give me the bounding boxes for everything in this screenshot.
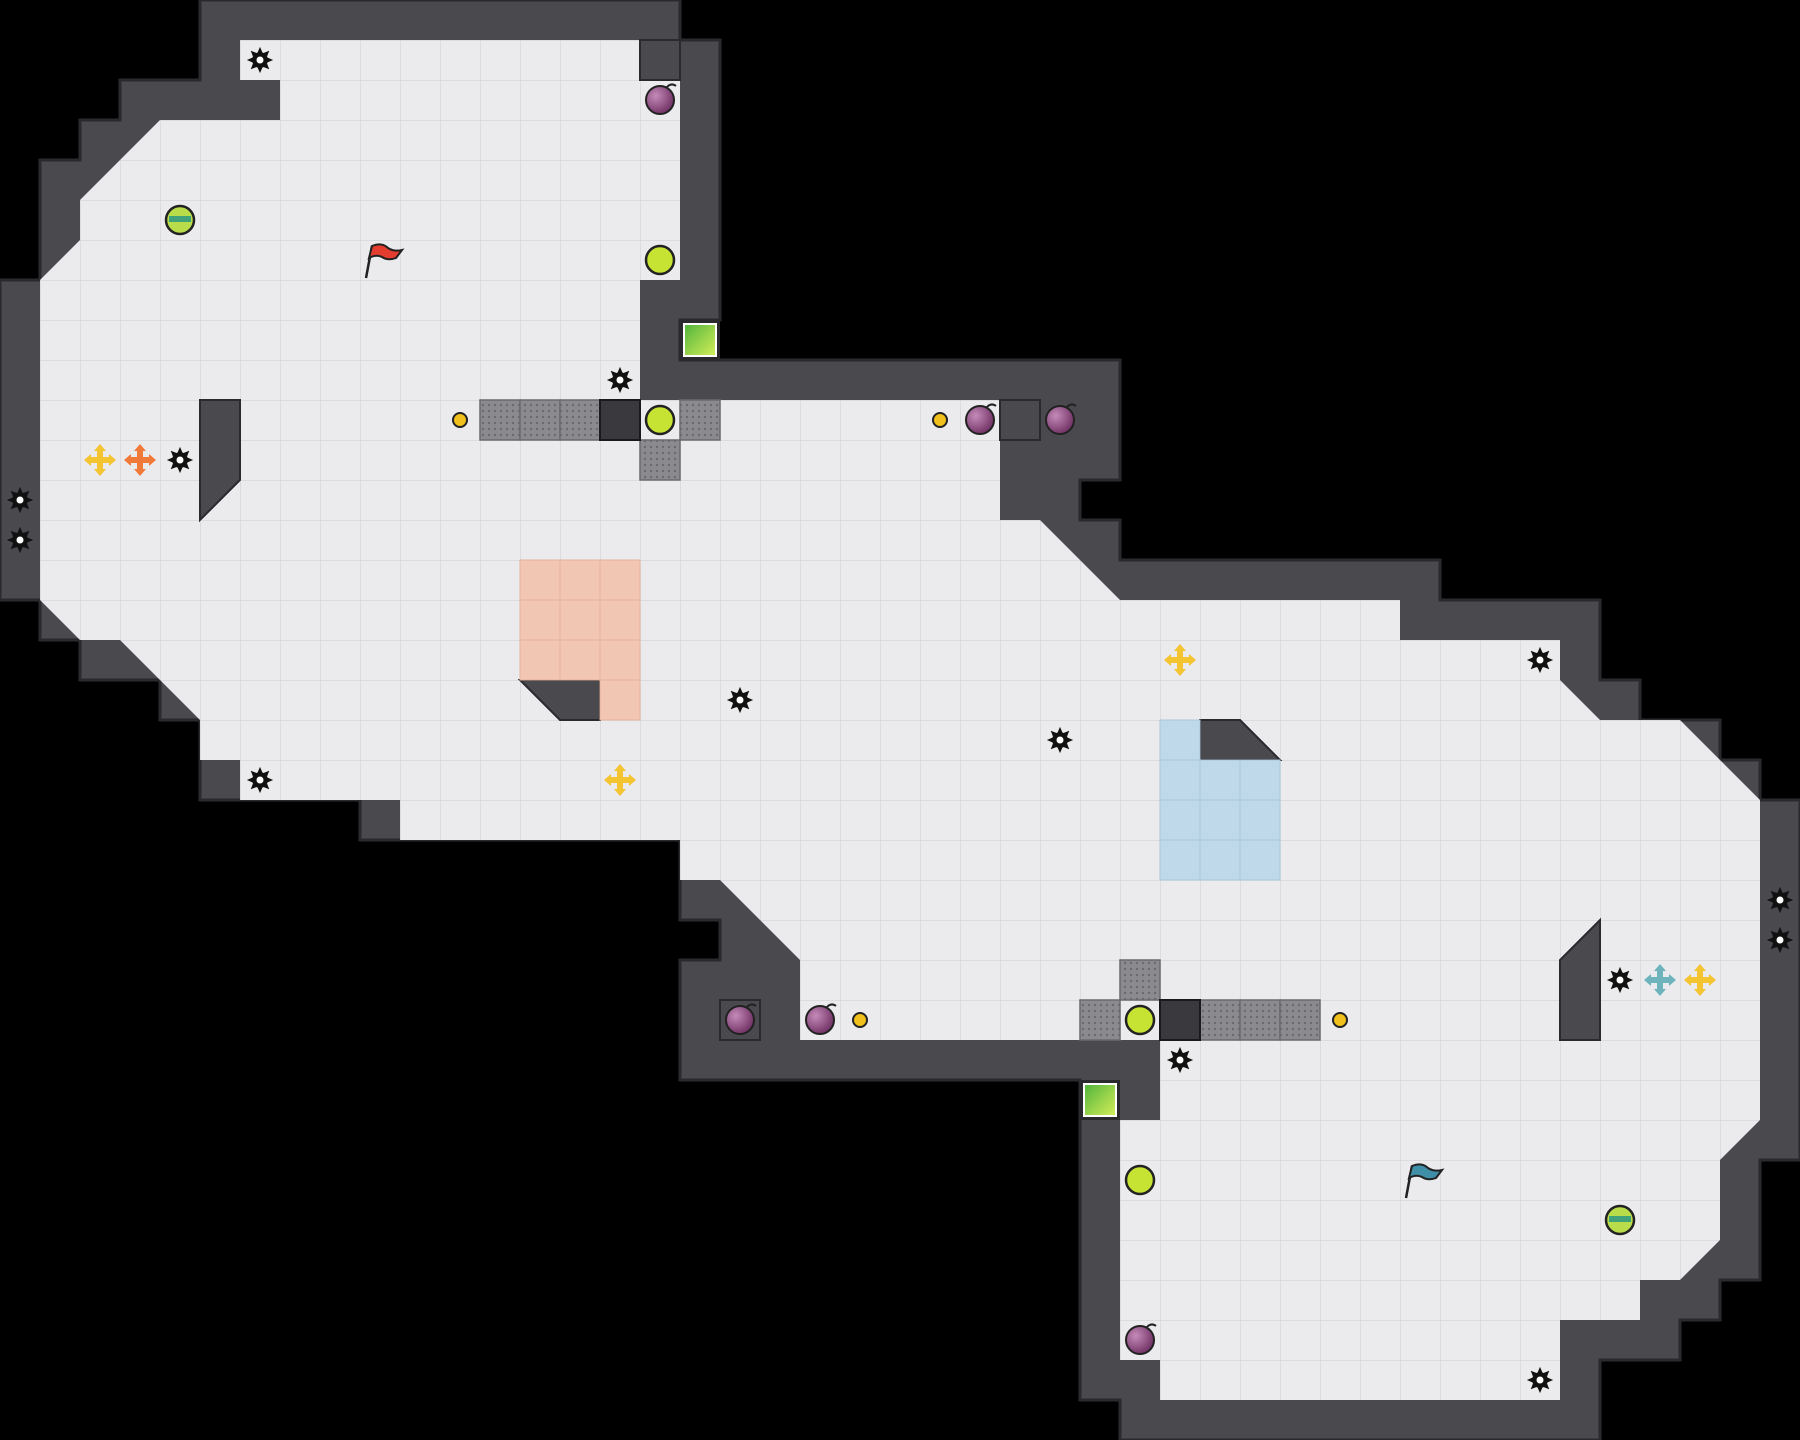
red-team-zone: [519, 559, 641, 721]
spike-icon: [726, 686, 754, 714]
blue-zone-tile: [1159, 799, 1201, 841]
spike-icon: [606, 366, 634, 394]
red-zone-tile: [599, 679, 641, 721]
bomb-icon: [645, 83, 677, 115]
spike-icon: [1046, 726, 1074, 754]
team-zones: [519, 559, 1281, 881]
button-icon: [932, 412, 948, 428]
wall-notch-left: [199, 399, 241, 523]
red-zone-tile: [519, 559, 561, 601]
spike-icon: [1526, 1366, 1554, 1394]
gate-tile: [1239, 999, 1281, 1041]
gate-tile: [1119, 959, 1161, 1001]
map-objects: [6, 46, 1794, 1394]
portal-arrow-icon: [1164, 644, 1196, 676]
floor: [40, 39, 1760, 1400]
gate-tiles: [479, 399, 1321, 1041]
blue-zone-tile: [1159, 719, 1201, 761]
wall-island-mid-top: [999, 399, 1041, 441]
gate-tile: [1279, 999, 1321, 1041]
red-zone-tile: [599, 639, 641, 681]
red-zone-tile: [559, 639, 601, 681]
spike-icon: [1766, 926, 1794, 954]
spike-icon: [246, 766, 274, 794]
portal-arrow-icon: [1684, 964, 1716, 996]
powerup-icon: [1124, 1004, 1156, 1036]
blue-zone-tile: [1199, 759, 1241, 801]
portal-arrow-icon: [124, 444, 156, 476]
gate-tile: [1079, 999, 1121, 1041]
red-zone-tile: [519, 599, 561, 641]
red-zone-tile: [599, 599, 641, 641]
spike-icon: [1166, 1046, 1194, 1074]
spike-icon: [1766, 886, 1794, 914]
speed-boost-pad-icon: [1080, 1080, 1120, 1120]
button-icon: [452, 412, 468, 428]
bomb-icon: [725, 1003, 757, 1035]
wall-notch-right: [1559, 917, 1601, 1041]
blue-flag-icon: [1404, 1163, 1445, 1199]
red-zone-tile: [559, 599, 601, 641]
red-zone-tile: [599, 559, 641, 601]
speed-boost-pad-icon: [680, 320, 720, 360]
spike-icon: [1526, 646, 1554, 674]
bomb-icon: [1125, 1323, 1157, 1355]
powerup-icon: [644, 404, 676, 436]
portal-arrow-icon: [604, 764, 636, 796]
spike-icon: [6, 486, 34, 514]
gate-tile: [559, 399, 601, 441]
portal-arrow-icon: [84, 444, 116, 476]
portal-arrow-icon: [1644, 964, 1676, 996]
red-flag-icon: [364, 243, 405, 279]
blue-zone-tile: [1239, 759, 1281, 801]
powerup-icon: [1124, 1164, 1156, 1196]
blue-zone-tile: [1199, 839, 1241, 881]
gate-tile: [639, 439, 681, 481]
speed-boost-orb-icon: [164, 204, 196, 236]
button-icon: [852, 1012, 868, 1028]
gate-tile: [679, 399, 721, 441]
bomb-icon: [965, 403, 997, 435]
button-icon: [1332, 1012, 1348, 1028]
wall-island-top: [639, 39, 681, 81]
spike-icon: [6, 526, 34, 554]
bomb-icon: [1045, 403, 1077, 435]
red-zone-tile: [559, 559, 601, 601]
blue-zone-tile: [1159, 759, 1201, 801]
powerup-icon: [644, 244, 676, 276]
blue-zone-tile: [1159, 839, 1201, 881]
blue-team-zone: [1159, 719, 1281, 881]
gate-tile: [479, 399, 521, 441]
spike-icon: [1606, 966, 1634, 994]
gate-tile: [1199, 999, 1241, 1041]
blue-zone-tile: [1239, 839, 1281, 881]
block-tile: [1159, 999, 1201, 1041]
speed-boost-orb-icon: [1604, 1204, 1636, 1236]
red-zone-tile: [519, 639, 561, 681]
bomb-icon: [805, 1003, 837, 1035]
spike-icon: [166, 446, 194, 474]
spike-icon: [246, 46, 274, 74]
block-tile: [599, 399, 641, 441]
blue-zone-tile: [1239, 799, 1281, 841]
floor-area: [40, 40, 1760, 1400]
gate-tile: [519, 399, 561, 441]
blue-zone-tile: [1199, 799, 1241, 841]
